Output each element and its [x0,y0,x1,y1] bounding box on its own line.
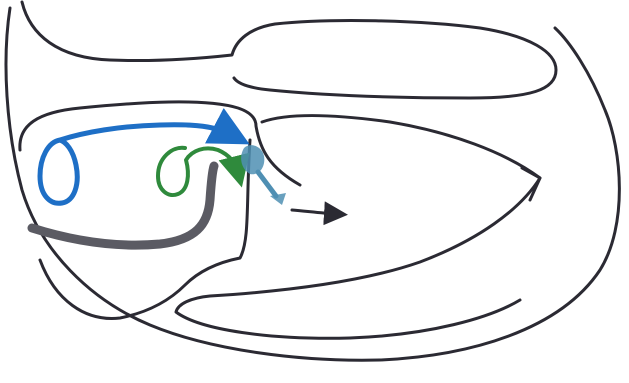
teal-blob-stem [258,172,276,196]
blue-loop-path [40,125,232,203]
outer-shell-outline [6,8,619,360]
teal-blob [241,145,264,174]
inner-chamber-outline [20,102,300,319]
right-flap-inner-line [522,168,540,200]
black-arrow [292,210,336,214]
upper-lobe-outline [22,2,556,98]
right-flap-outline [176,116,540,339]
green-loop-path [158,148,238,195]
